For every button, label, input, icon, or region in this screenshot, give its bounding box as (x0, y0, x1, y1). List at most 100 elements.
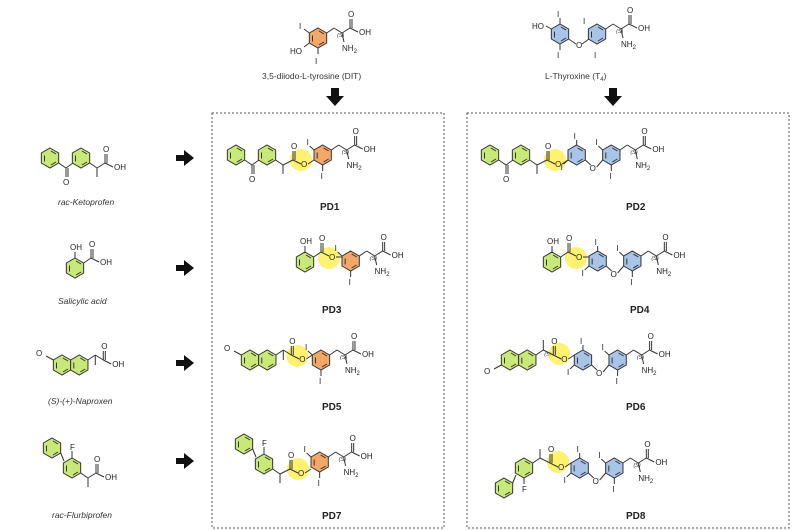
amine-label: NH2 (375, 267, 391, 278)
acid-oh-label: OH (659, 350, 671, 359)
flurbiprofen-structure: F O OH (42, 437, 117, 487)
acid-oh-label: OH (364, 145, 376, 154)
phenol-oh-label: OH (300, 237, 312, 246)
acid-oh-label: OH (112, 360, 124, 369)
stereo-label: (S) (340, 355, 348, 361)
dit-products-box (211, 112, 445, 529)
acid-oh-label: OH (105, 473, 117, 482)
naproxen-structure: O O OH (36, 342, 125, 376)
iodine-label: I (609, 172, 611, 181)
carbonyl-o-label: O (551, 337, 557, 346)
iodine-label: I (574, 132, 576, 141)
iodine-label: I (557, 10, 559, 19)
carbonyl-o-label: O (103, 145, 109, 154)
down-arrow-t4 (604, 88, 622, 106)
product-label-pd1: PD1 (320, 202, 340, 213)
carbonyl-o-label: O (381, 233, 387, 242)
iodine-label: I (630, 278, 632, 287)
stereo-label: (S) (630, 150, 638, 156)
pd7-structure: F O O I I (S) O OH NH2 (234, 433, 373, 488)
amine-label: NH2 (342, 44, 358, 55)
methoxy-o-label: O (484, 367, 490, 376)
product-label-pd4: PD4 (630, 305, 650, 316)
stereo-label: (S) (637, 355, 645, 361)
amine-label: NH2 (345, 366, 361, 377)
product-label-pd6: PD6 (626, 402, 646, 413)
hydroxyl-label: HO (532, 22, 544, 31)
ether-o-label: O (593, 477, 599, 486)
carbonyl-o-label: O (94, 455, 100, 464)
stereo-label: (S) (339, 457, 347, 463)
right-arrow-4 (176, 453, 194, 469)
carbonyl-o-label: O (566, 234, 572, 243)
iodine-label: I (595, 238, 597, 247)
ester-o-label: O (299, 355, 305, 364)
iodine-label: I (577, 445, 579, 454)
ester-o-label: O (298, 469, 304, 478)
ester-o-label: O (301, 160, 307, 169)
iodine-label: I (602, 343, 604, 352)
amine-label: NH2 (656, 267, 672, 278)
acid-oh-label: OH (100, 258, 112, 267)
stereo-label: (S) (651, 256, 659, 262)
carbonyl-o-label: O (289, 337, 295, 346)
product-label-pd7: PD7 (322, 511, 342, 522)
amine-label: NH2 (635, 161, 651, 172)
phenol-oh-label: OH (70, 243, 82, 252)
acid-oh-label: OH (652, 145, 664, 154)
iodine-label: I (564, 476, 566, 485)
iodine-label: I (580, 337, 582, 346)
carbonyl-o-label: O (101, 342, 107, 351)
amine-label: NH2 (347, 161, 363, 172)
ketone-o-label: O (249, 175, 255, 184)
ester-o-label: O (576, 253, 582, 262)
phenol-oh-label: OH (547, 237, 559, 246)
carbonyl-o-label: O (353, 127, 359, 136)
ester-o-label: O (555, 160, 561, 169)
stereo-label: (S) (370, 256, 378, 262)
source-label-2: Salicylic acid (58, 296, 107, 306)
source-label-4: rac-Flurbiprofen (52, 510, 112, 520)
ketone-o-label: O (503, 175, 509, 184)
stereo-label: (S) (616, 29, 624, 35)
iodine-label: I (315, 57, 317, 66)
right-arrow-2 (176, 260, 194, 276)
pd3-structure: OH O O I I (S) O OH NH2 (295, 233, 404, 287)
salicylic-acid-structure: OH O OH (65, 240, 112, 279)
amine-label: NH2 (344, 468, 360, 479)
iodine-label: I (335, 244, 337, 253)
fluorine-label: F (70, 443, 75, 452)
pd1-structure: O O O I I (S) O OH NH2 (226, 127, 376, 184)
t4-label: L-Thyroxine (T4) (545, 71, 607, 83)
iodine-label: I (594, 51, 596, 60)
source-label-1: rac-Ketoprofen (58, 197, 114, 207)
carbonyl-o-label: O (627, 6, 633, 15)
stereo-label: (S) (544, 352, 552, 358)
acid-oh-label: OH (361, 452, 373, 461)
acid-oh-label: OH (392, 251, 404, 260)
carbonyl-o-label: O (351, 332, 357, 341)
stereo-label: (S) (633, 463, 641, 469)
iodine-label: I (561, 163, 563, 172)
t4-structure: HO I I O I I (S) O OH NH2 (532, 6, 650, 60)
iodine-label: I (616, 244, 618, 253)
carbonyl-o-label: O (545, 142, 551, 151)
acid-oh-label: OH (638, 24, 650, 33)
hydroxyl-label: HO (290, 47, 302, 56)
carbonyl-o-label: O (291, 142, 297, 151)
iodine-label: I (598, 451, 600, 460)
iodine-label: I (595, 138, 597, 147)
amine-label: NH2 (638, 474, 654, 485)
carbonyl-o-label: O (662, 233, 668, 242)
t4-products-box (466, 112, 790, 529)
carbonyl-o-label: O (648, 332, 654, 341)
pd6-structure: O (S) O O I I O (484, 332, 671, 386)
carbonyl-o-label: O (350, 434, 356, 443)
carbonyl-o-label: O (348, 10, 354, 19)
ether-o-label: O (596, 369, 602, 378)
carbonyl-o-label: O (319, 234, 325, 243)
acid-oh-label: OH (114, 163, 126, 172)
fluorine-label: F (262, 439, 267, 448)
down-arrow-dit (326, 88, 344, 106)
iodine-label: I (299, 22, 301, 31)
